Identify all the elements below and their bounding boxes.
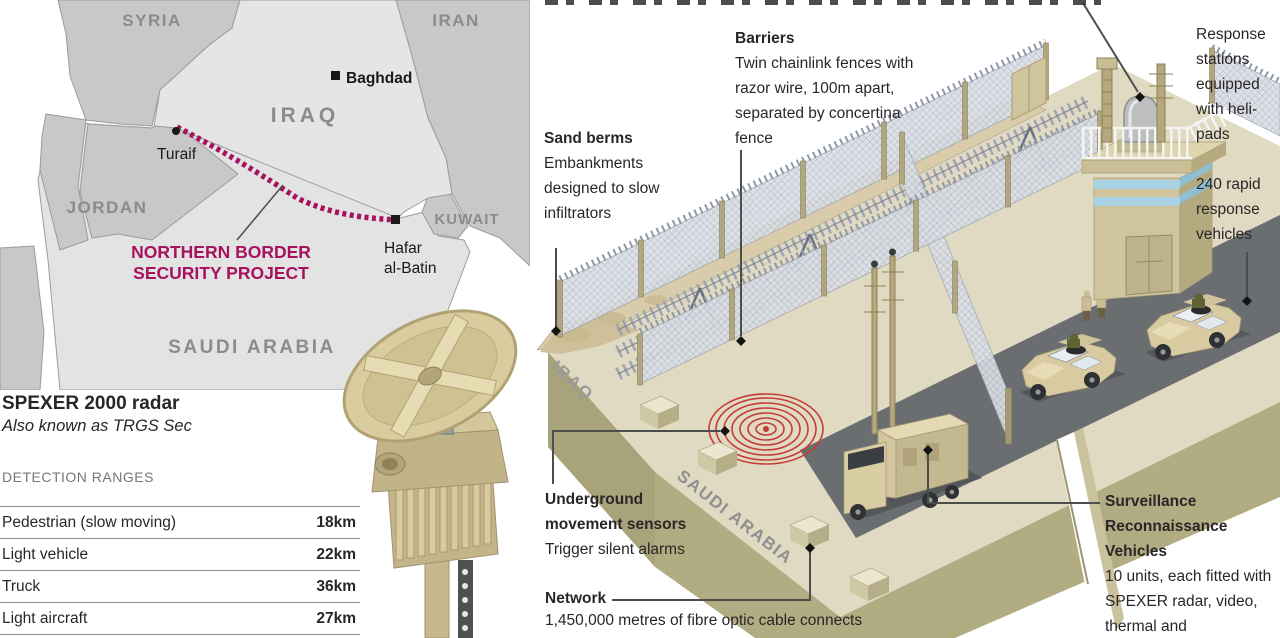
project-label-line1: NORTHERN BORDER — [131, 242, 311, 262]
platform-front-face-left — [655, 472, 878, 638]
label-kuwait: KUWAIT — [434, 211, 499, 228]
chainlink-fence-far — [557, 38, 1049, 338]
watchtower — [1081, 57, 1231, 301]
annotation-body: Embankments designed to slow infiltrator… — [544, 155, 660, 222]
label-saudi-arabia: SAUDI ARABIA — [168, 337, 336, 358]
label-hafar-1: Hafar — [384, 240, 422, 257]
locator-map: SYRIA IRAN IRAQ JORDAN KUWAIT SAUDI ARAB… — [0, 0, 530, 390]
row-value: 27km — [316, 610, 356, 627]
table-row: Light aircraft 27km — [0, 602, 360, 635]
annotation-title: Sand berms — [544, 130, 633, 147]
border-fence-isometric-scene: IRAQ SAUDI ARABIA — [536, 2, 1280, 638]
radar-fin-box — [387, 467, 499, 569]
tower-railing — [1082, 106, 1231, 160]
chainlink-fence-behind-tower — [1209, 44, 1280, 137]
annotation-title: Network — [545, 590, 607, 607]
spexer-radar-illustration — [342, 309, 518, 638]
chainlink-fence-near — [637, 107, 1103, 386]
baghdad-marker — [331, 71, 340, 80]
radar-subtitle: Also known as TRGS Sec — [2, 417, 192, 435]
annotation-body: 240 rapid response vehicles — [1196, 176, 1261, 243]
annotation-sand-berms: Sand berms Embankments designed to slow … — [544, 126, 684, 226]
annotation-body: 1,450,000 metres of fibre optic cable co… — [545, 612, 863, 629]
leader-surveillance — [927, 454, 1100, 504]
annotation-barriers: Barriers Twin chainlink fences with razo… — [735, 26, 921, 151]
platform-left-face — [548, 352, 655, 567]
map-iraq-shape — [153, 0, 453, 219]
platform-gap — [1056, 428, 1124, 638]
label-baghdad: Baghdad — [346, 70, 412, 87]
sensor-ripple — [708, 393, 824, 465]
row-value: 18km — [316, 514, 356, 531]
label-jordan: JORDAN — [67, 198, 148, 217]
annotation-response-stations: Response stations equipped with heli-pad… — [1196, 22, 1280, 147]
radar-title: SPEXER 2000 radar — [2, 393, 180, 414]
annotation-underground-sensors: Underground movement sensors Trigger sil… — [545, 487, 720, 562]
cropped-label-fragment — [545, 0, 1101, 5]
annotation-title: Underground movement sensors — [545, 491, 687, 533]
map-levant-shape — [39, 113, 89, 251]
project-label-line2: SECURITY PROJECT — [133, 263, 309, 283]
table-row: Truck 36km — [0, 570, 360, 603]
platform-front-face-right — [840, 402, 1280, 638]
project-pointer-line — [236, 184, 284, 241]
row-label: Light aircraft — [2, 610, 88, 627]
table-row: Light vehicle 22km — [0, 538, 360, 571]
leader-lines — [552, 2, 1248, 601]
detection-ranges-header: DETECTION RANGES — [2, 469, 154, 485]
leader-diamonds — [551, 92, 1252, 553]
annotation-title: Surveillance Reconnaissance Vehicles — [1105, 493, 1228, 560]
antenna-masts — [1096, 57, 1173, 143]
annotation-title: Barriers — [735, 30, 795, 47]
annotation-surveillance-vehicles: Surveillance Reconnaissance Vehicles 10 … — [1105, 489, 1275, 638]
row-label: Truck — [2, 578, 41, 595]
annotation-network-body: 1,450,000 metres of fibre optic cable co… — [545, 608, 985, 633]
turaif-marker — [172, 127, 180, 135]
leader-top-label — [1082, 2, 1139, 93]
map-egypt-shape — [0, 245, 45, 390]
label-syria: SYRIA — [122, 11, 181, 30]
row-label: Light vehicle — [2, 546, 89, 563]
surveillance-truck — [843, 248, 982, 520]
label-iran: IRAN — [432, 11, 480, 30]
row-value: 36km — [316, 578, 356, 595]
row-value: 22km — [316, 546, 356, 563]
annotation-rapid-response: 240 rapid response vehicles — [1196, 172, 1280, 247]
label-turaif: Turaif — [157, 146, 197, 163]
label-iraq: IRAQ — [271, 104, 340, 127]
leader-network — [612, 552, 811, 601]
row-label: Pedestrian (slow moving) — [2, 514, 177, 531]
label-hafar-2: al-Batin — [384, 260, 437, 277]
hafar-marker — [391, 215, 400, 224]
table-row: Pedestrian (slow moving) 18km — [0, 506, 360, 539]
annotation-body: Response stations equipped with heli-pad… — [1196, 26, 1266, 143]
radar-dish — [342, 309, 518, 443]
table-bottom-rule — [0, 634, 360, 635]
annotation-body: Trigger silent alarms — [545, 541, 685, 558]
leader-underground — [552, 430, 720, 484]
annotation-body: 10 units, each fitted with SPEXER radar,… — [1105, 568, 1272, 635]
annotation-body: Twin chainlink fences with razor wire, 1… — [735, 55, 914, 147]
annotation-network-title: Network — [545, 586, 645, 611]
